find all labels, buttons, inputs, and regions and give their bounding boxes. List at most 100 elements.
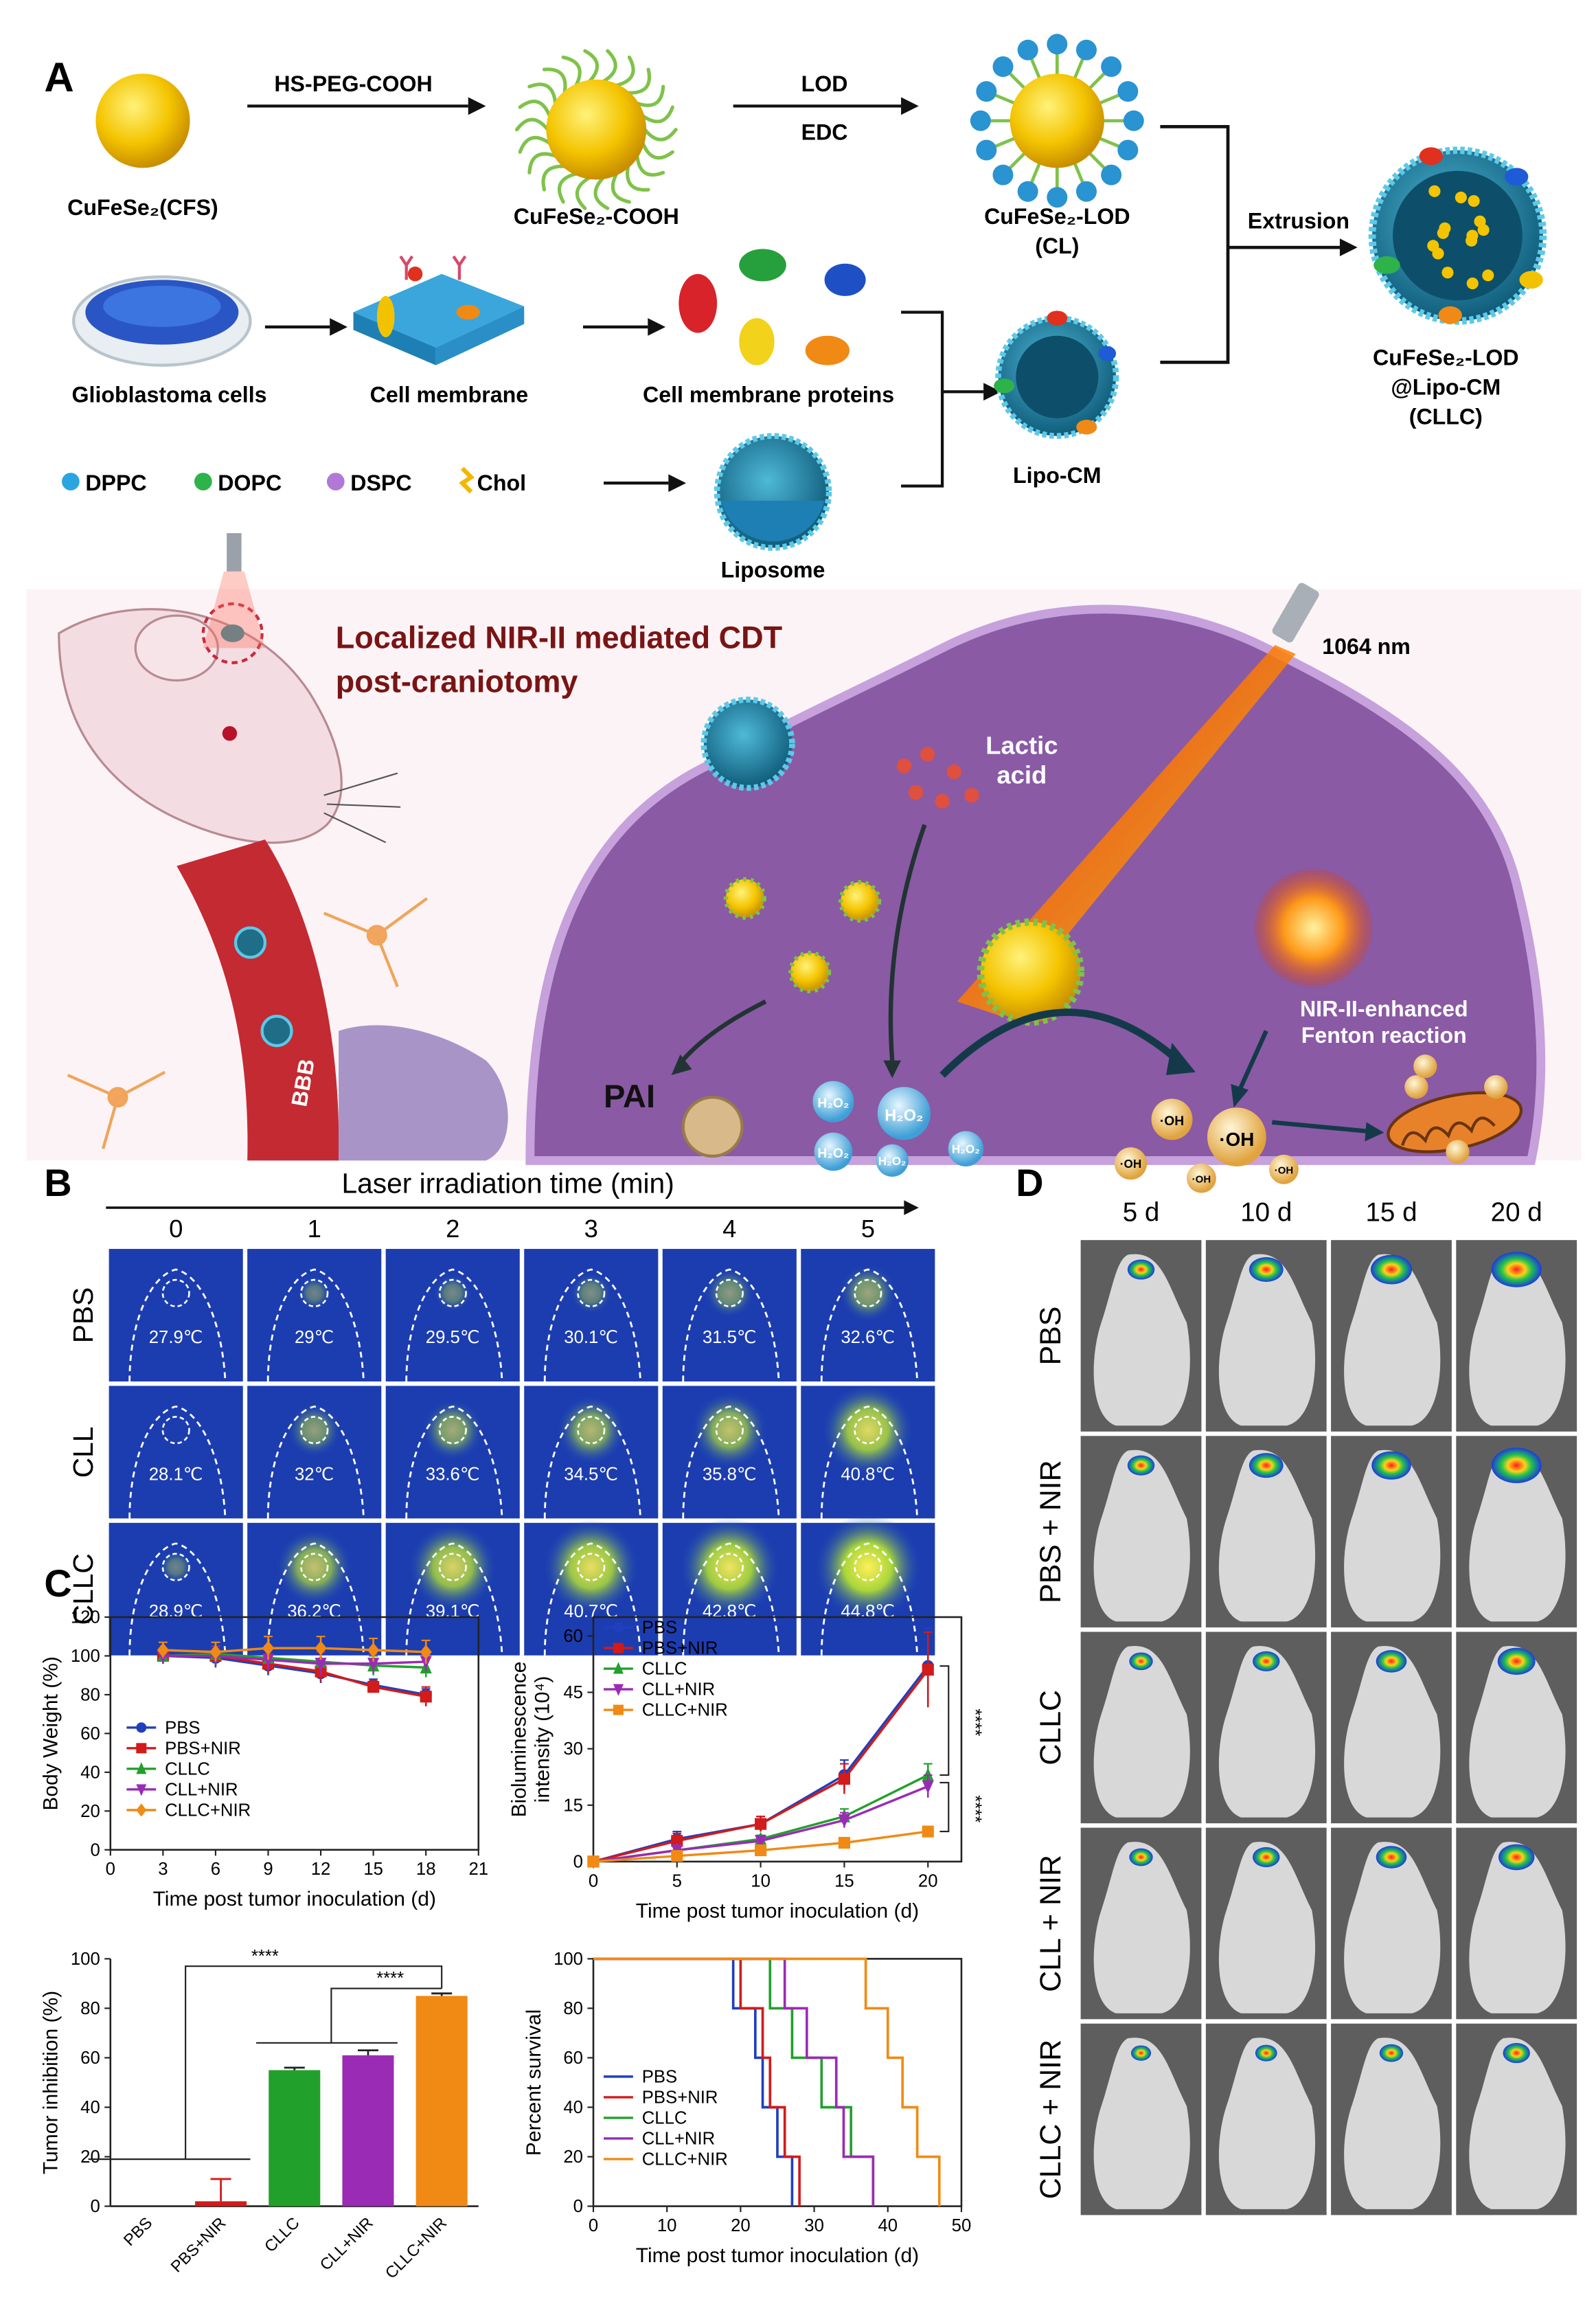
temperature-label: 36.2℃ bbox=[287, 1602, 341, 1621]
time-tick-label: 5 bbox=[861, 1215, 875, 1243]
temperature-label: 44.8℃ bbox=[841, 1602, 895, 1621]
data-point bbox=[136, 1762, 147, 1774]
x-tick-label: 12 bbox=[311, 1860, 331, 1879]
lipid-dspc-label: DSPC bbox=[350, 471, 411, 495]
luminescence-signal bbox=[1370, 1254, 1412, 1285]
lod-enzyme bbox=[1047, 34, 1068, 55]
mouse-body bbox=[1344, 1842, 1441, 2013]
y-tick-label: 15 bbox=[563, 1796, 583, 1815]
thermal-image: 33.6℃ bbox=[385, 1386, 520, 1519]
panel-b-letter: B bbox=[44, 1162, 71, 1204]
data-point bbox=[587, 1855, 600, 1868]
temperature-label: 27.9℃ bbox=[149, 1328, 203, 1347]
significance-label: **** bbox=[965, 1708, 984, 1736]
panel-a-letter: A bbox=[44, 54, 73, 100]
tumor-roi bbox=[438, 1553, 467, 1581]
lod-enzyme bbox=[1117, 139, 1139, 161]
arrow-head-icon bbox=[1165, 1042, 1196, 1076]
legend-label: PBS bbox=[165, 1718, 200, 1737]
laser-time-axis-title: Laser irradiation time (min) bbox=[342, 1168, 674, 1199]
mouse-outline bbox=[405, 1542, 503, 1656]
legend-label: PBS+NIR bbox=[642, 1639, 718, 1658]
laser-device-icon bbox=[1272, 583, 1319, 643]
legend-label: PBS bbox=[642, 2067, 677, 2086]
cllc-label-3: (CLLC) bbox=[1409, 404, 1483, 429]
peg-chain bbox=[615, 55, 635, 87]
step2-lod-label: LOD bbox=[801, 71, 848, 96]
merge-bracket bbox=[1160, 125, 1230, 364]
mouse-outline bbox=[543, 1405, 641, 1519]
arrow-head-icon bbox=[648, 318, 666, 336]
arrow-head-icon bbox=[901, 97, 919, 115]
luminescence-row-label: CLLC + NIR bbox=[1034, 2040, 1067, 2199]
bioluminescence-image bbox=[1331, 1436, 1452, 1628]
luminescence-signal bbox=[1497, 1647, 1536, 1675]
bioluminescence-image bbox=[1080, 1827, 1202, 2020]
thermal-row-label: PBS bbox=[67, 1287, 99, 1343]
panel-c-letter: C bbox=[44, 1562, 71, 1605]
cfs-label: CuFeSe₂(CFS) bbox=[67, 195, 218, 220]
data-point bbox=[922, 1664, 934, 1676]
y-axis-label: Bioluminescence bbox=[508, 1662, 530, 1818]
luminescence-signal bbox=[1253, 1847, 1280, 1868]
x-axis-label: Time post tumor inoculation (d) bbox=[636, 1899, 919, 1922]
time-tick-label: 4 bbox=[722, 1215, 736, 1243]
bioluminescence-image bbox=[1080, 2023, 1202, 2215]
temperature-label: 29.5℃ bbox=[426, 1328, 480, 1347]
data-point bbox=[838, 1836, 851, 1849]
h2o2-text: H₂O₂ bbox=[817, 1147, 849, 1161]
heat-spot bbox=[705, 1268, 754, 1318]
y-tick-label: 20 bbox=[80, 1802, 100, 1821]
cooh-label: CuFeSe₂-COOH bbox=[514, 204, 679, 229]
x-tick-label: 3 bbox=[158, 1860, 168, 1879]
mouse-body bbox=[1344, 1645, 1441, 1818]
heat-spot bbox=[692, 1392, 768, 1468]
peg-chain bbox=[601, 49, 617, 84]
mouse-body bbox=[1218, 1449, 1316, 1622]
luminescence-signal bbox=[1379, 2044, 1404, 2062]
y-tick-label: 20 bbox=[80, 2147, 100, 2167]
lipid-dppc-label: DPPC bbox=[85, 471, 146, 495]
day-label: 10 d bbox=[1240, 1197, 1292, 1227]
data-point bbox=[136, 1803, 147, 1817]
tumor-roi bbox=[161, 1416, 190, 1445]
step2-edc-label: EDC bbox=[801, 120, 848, 145]
lipid-legend: DPPC DOPC DSPC Chol bbox=[62, 466, 526, 495]
arrow-head-icon bbox=[1339, 238, 1358, 257]
data-point bbox=[755, 1835, 767, 1849]
tumor-roi bbox=[854, 1416, 882, 1445]
peg-chain bbox=[626, 164, 650, 192]
y-tick-label: 0 bbox=[573, 1852, 583, 1871]
encapsulated-particle bbox=[1477, 224, 1490, 236]
day-label: 20 d bbox=[1491, 1197, 1542, 1227]
legend-label: CLLC bbox=[165, 1759, 210, 1779]
peg-chain bbox=[635, 154, 665, 177]
panel-d-letter: D bbox=[1016, 1162, 1043, 1204]
cllc-particle-icon bbox=[1368, 146, 1547, 325]
cllc-entering-icon bbox=[700, 697, 795, 791]
oh-text: ·OH bbox=[1192, 1174, 1211, 1186]
laser-label: 1064 nm bbox=[1322, 634, 1411, 659]
data-point bbox=[613, 1704, 624, 1715]
panel-a: A CuFeSe₂(CFS) HS-PEG-COOH CuFeSe₂-COOH … bbox=[26, 34, 1582, 1193]
tumor-roi bbox=[300, 1553, 329, 1581]
peg-chain bbox=[643, 128, 678, 142]
encapsulated-particle bbox=[1439, 222, 1451, 234]
tumor-roi bbox=[161, 1278, 190, 1307]
oh-text: ·OH bbox=[1160, 1114, 1184, 1129]
arrow-head-icon bbox=[330, 318, 347, 336]
neuron-icon bbox=[67, 1070, 166, 1149]
mouse-outline bbox=[682, 1268, 780, 1382]
thermal-row-label: CLLC bbox=[67, 1553, 99, 1625]
dopc-icon bbox=[194, 473, 212, 490]
mouse-outline bbox=[820, 1268, 919, 1382]
mouse-outline bbox=[266, 1405, 365, 1519]
mouse-body bbox=[1469, 1645, 1566, 1818]
data-point bbox=[367, 1658, 380, 1671]
lactic-arrow bbox=[888, 824, 927, 1061]
bar bbox=[342, 2055, 394, 2207]
cufese2-lod-particle-icon bbox=[970, 34, 1144, 208]
category-label: PBS+NIR bbox=[167, 2213, 229, 2275]
bioluminescence-image bbox=[1205, 2023, 1327, 2215]
tumor-roi bbox=[300, 1416, 329, 1445]
